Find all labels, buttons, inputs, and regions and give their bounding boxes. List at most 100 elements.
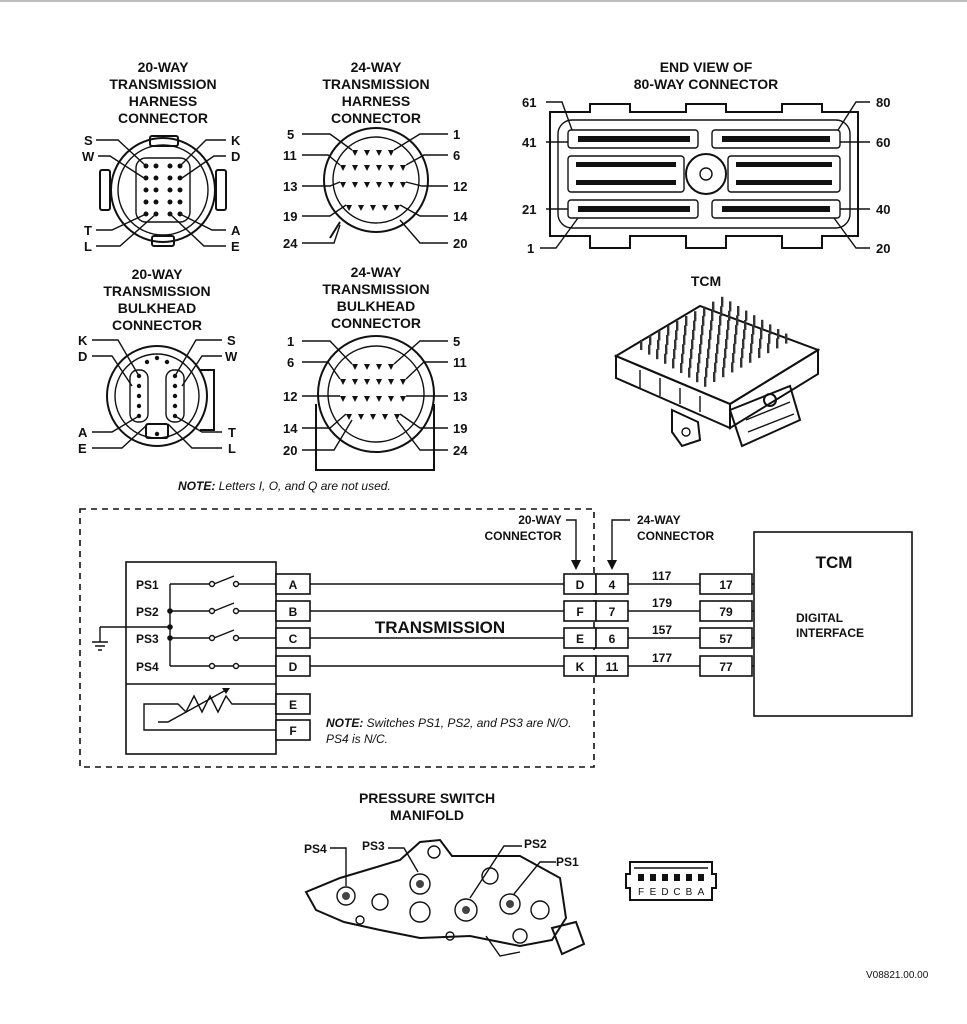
end80-title-1: END VIEW OF	[660, 59, 753, 75]
tcm-pin-post	[705, 367, 708, 378]
tcm-pin-post	[648, 344, 651, 355]
tcm-pin-post	[711, 311, 714, 321]
harness24-label-5: 5	[287, 127, 294, 142]
bulkhead-24-way-connector: 24-WAY TRANSMISSION BULKHEAD CONNECTOR 1…	[283, 264, 468, 471]
bulk24-label-24: 24	[453, 443, 468, 458]
tcm-pin-57: 57	[719, 632, 733, 646]
figure-code: V08821.00.00	[866, 970, 929, 981]
tcm-pin-post	[749, 352, 752, 363]
conn20-pin-F: F	[576, 605, 583, 619]
harness20-title-2: TRANSMISSION	[109, 76, 216, 92]
manifold-label-ps4: PS4	[304, 842, 327, 856]
conn20-label-1: 20-WAY	[518, 513, 562, 527]
bulk24-title-1: 24-WAY	[351, 264, 403, 280]
tcm-pin-post	[761, 319, 764, 330]
conn24-pin-7: 7	[609, 605, 616, 619]
harness-20-way-connector: 20-WAY TRANSMISSION HARNESS CONNECTOR S …	[82, 59, 241, 254]
bulk20-label-K: K	[78, 333, 88, 348]
tcm-pin-post	[740, 357, 743, 368]
thermistor-symbol	[143, 688, 276, 731]
harness20-label-T: T	[84, 223, 92, 238]
tcm-pin-post	[691, 339, 694, 350]
tcm-pin-post	[745, 310, 748, 321]
tcm-pin-post	[785, 333, 788, 344]
harness24-label-12: 12	[453, 179, 467, 194]
harness24-label-20: 20	[453, 236, 467, 251]
harness20-label-A: A	[231, 223, 241, 238]
tcm-pin-post	[713, 372, 716, 382]
switch-ps4-symbol	[170, 662, 276, 670]
tcm-pin-post	[733, 343, 736, 354]
tcm-pin-post	[726, 329, 729, 340]
tcm-pin-post	[693, 320, 696, 331]
bulk20-label-T: T	[228, 425, 236, 440]
bulk20-label-E: E	[78, 441, 87, 456]
tcm-pin-post	[703, 306, 706, 317]
manifold-label-ps2: PS2	[524, 837, 547, 851]
bulkhead-20-way-connector: 20-WAY TRANSMISSION BULKHEAD CONNECTOR K…	[78, 266, 238, 456]
end80-label-1: 1	[527, 241, 534, 256]
tcm-pin-post	[672, 358, 675, 369]
tcm-pin-post	[657, 339, 660, 350]
digital-interface-1: DIGITAL	[796, 611, 843, 625]
harness24-title-1: 24-WAY	[351, 59, 403, 75]
switch-ps2-symbol	[170, 602, 276, 615]
harness24-title-4: CONNECTOR	[331, 110, 421, 126]
tcm-pin-post	[767, 343, 770, 354]
bulk24-label-13: 13	[453, 389, 467, 404]
tcm-pin-post	[701, 325, 704, 336]
bulk24-label-20: 20	[283, 443, 297, 458]
tcm-pin-post	[717, 334, 720, 345]
tcm-pin-post	[722, 367, 725, 378]
tcm-pin-post	[708, 339, 711, 350]
bulk24-label-19: 19	[453, 421, 467, 436]
bulk20-label-L: L	[228, 441, 236, 456]
conn24-pin-6: 6	[609, 632, 616, 646]
pin-A: A	[289, 578, 298, 592]
conn24-label-1: 24-WAY	[637, 513, 681, 527]
tcm-pin-post	[698, 353, 701, 364]
bulk24-label-11: 11	[453, 355, 467, 370]
tcm-pin-post	[688, 367, 691, 378]
bulk24-title-2: TRANSMISSION	[322, 281, 429, 297]
bulk20-label-A: A	[78, 425, 88, 440]
plug-pin-D: D	[661, 887, 668, 898]
switch-label-ps1: PS1	[136, 578, 159, 592]
end80-label-60: 60	[876, 135, 890, 150]
bulk24-label-5: 5	[453, 334, 460, 349]
tcm-pin-post	[724, 348, 727, 359]
conn24-pin-4: 4	[609, 578, 616, 592]
tcm-pin-post	[712, 301, 715, 312]
tcm-pin-post	[729, 301, 732, 312]
bulk24-title-4: CONNECTOR	[331, 315, 421, 331]
tcm-pin-post	[731, 362, 734, 373]
tcm-pin-post	[758, 348, 761, 358]
tcm-pin-post	[727, 320, 730, 331]
tcm-pin-post	[709, 329, 712, 340]
harness24-label-19: 19	[283, 209, 297, 224]
tcm-pin-post	[752, 324, 755, 335]
conn24-label-2: CONNECTOR	[637, 529, 714, 543]
tcm-pin-post	[768, 333, 771, 344]
tcm-pin-post	[699, 344, 702, 354]
tcm-pin-post	[696, 372, 699, 383]
tcm-pin-post	[680, 363, 683, 373]
bulk24-label-12: 12	[283, 389, 297, 404]
harness24-title-3: HARNESS	[342, 93, 410, 109]
bulk20-label-W: W	[225, 349, 238, 364]
tcm-pin-post	[753, 315, 756, 326]
tcm-pin-post	[742, 338, 745, 349]
harness24-label-14: 14	[453, 209, 468, 224]
harness20-title-3: HARNESS	[129, 93, 197, 109]
switch-ps3-symbol	[170, 629, 276, 642]
tcm-pin-post	[734, 334, 737, 345]
tcm-pin-post	[658, 330, 661, 341]
harness20-label-S: S	[84, 133, 93, 148]
tcm-pin-post	[702, 315, 705, 326]
bulk24-label-1: 1	[287, 334, 294, 349]
tcm-pin-post	[667, 325, 670, 336]
tcm-pin-post	[676, 320, 679, 331]
tcm-pin-post	[769, 324, 772, 335]
tcm-pin-post	[704, 376, 707, 387]
end80-label-21: 21	[522, 202, 536, 217]
